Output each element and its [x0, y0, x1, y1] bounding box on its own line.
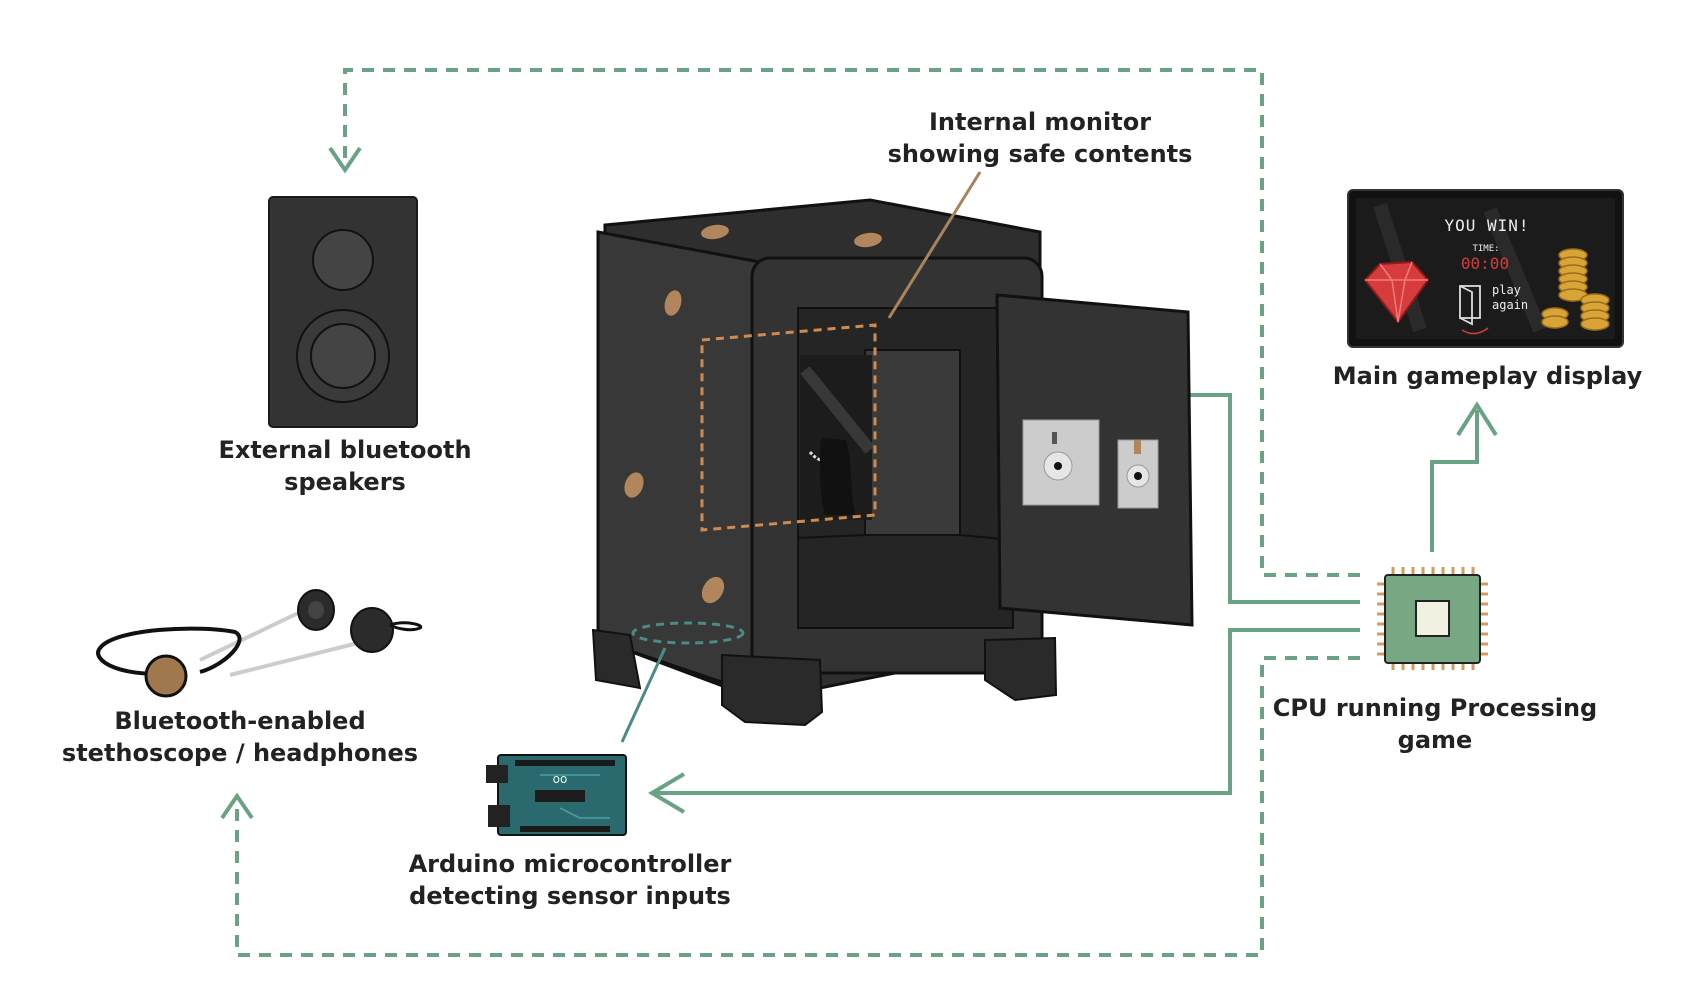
screws	[624, 224, 882, 604]
safe-foot-right	[984, 636, 1058, 702]
stethoscope-connection-dashed	[235, 656, 1360, 957]
play-again-line1: play	[1492, 283, 1521, 297]
door-exit-icon	[1459, 285, 1481, 326]
display-label: Main gameplay display	[1325, 360, 1650, 392]
speakers-label: External bluetooth speakers	[190, 434, 500, 498]
safe-icon	[591, 171, 1194, 743]
cpu-label-line2: game	[1397, 726, 1473, 754]
cpu-chip-icon	[1377, 567, 1488, 670]
display-arrowhead	[1456, 401, 1498, 437]
stethoscope-label-line1: Bluetooth-enabled	[114, 707, 366, 735]
monitor-label-line2: showing safe contents	[887, 140, 1193, 168]
time-value: 00:00	[1461, 254, 1509, 273]
display-label-line1: Main gameplay display	[1332, 362, 1643, 390]
ruby-gem-icon	[1363, 260, 1430, 324]
speaker-icon	[268, 196, 418, 428]
speaker-connection-dashed	[343, 68, 1360, 577]
gameplay-display: YOU WIN! TIME: 00:00 play again	[1347, 189, 1624, 348]
arduino-label: Arduino microcontroller detecting sensor…	[400, 848, 740, 912]
cpu-label: CPU running Processing game	[1270, 692, 1600, 756]
arduino-connection	[652, 628, 1360, 795]
safe-foot-left	[591, 628, 642, 690]
time-label: TIME:	[1472, 244, 1499, 254]
display-connection	[1430, 410, 1479, 552]
stethoscope-label-line2: stethoscope / headphones	[61, 739, 419, 767]
arduino-leader-line	[620, 647, 667, 743]
win-text: YOU WIN!	[1444, 216, 1529, 235]
arduino-label-line2: detecting sensor inputs	[409, 882, 731, 910]
stethoscope-icon	[96, 589, 423, 698]
arduino-arrowhead	[648, 772, 686, 814]
play-again-line2: again	[1492, 298, 1528, 312]
speakers-label-line2: speakers	[284, 468, 406, 496]
speaker-arrowhead	[328, 146, 362, 174]
stethoscope-arrowhead	[220, 792, 254, 820]
monitor-leader-line	[887, 171, 982, 319]
sensor-area-outline	[631, 621, 745, 645]
monitor-label: Internal monitor showing safe contents	[860, 106, 1220, 170]
monitor-label-line1: Internal monitor	[928, 108, 1152, 136]
cpu-label-line1: CPU running Processing	[1272, 694, 1598, 722]
necklace-icon	[808, 438, 855, 515]
arduino-icon: oo	[486, 754, 627, 836]
speakers-label-line1: External bluetooth	[218, 436, 472, 464]
safe-foot-front	[721, 653, 824, 727]
arduino-label-line1: Arduino microcontroller	[408, 850, 732, 878]
internal-monitor-outline	[700, 323, 877, 532]
gold-coins-icon	[1541, 248, 1610, 331]
stethoscope-label: Bluetooth-enabled stethoscope / headphon…	[60, 705, 420, 769]
svg-text:oo: oo	[553, 772, 568, 786]
